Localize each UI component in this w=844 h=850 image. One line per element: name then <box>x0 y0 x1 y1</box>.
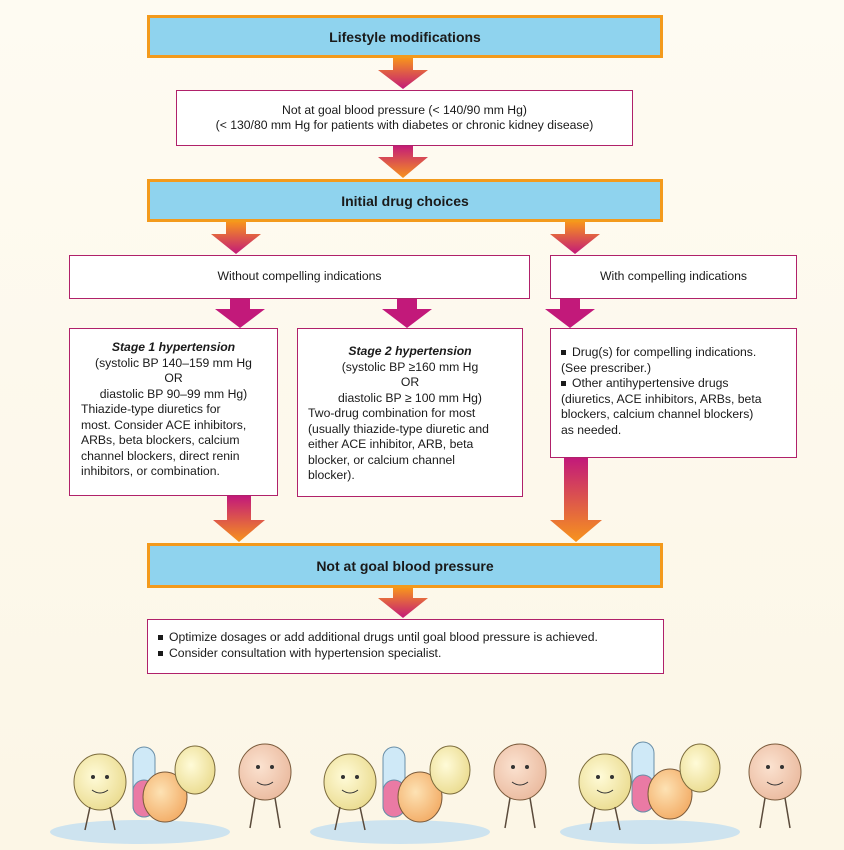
pill-characters-illustration <box>50 741 802 844</box>
stage-2-body-2: (usually thiazide-type diuretic and <box>308 421 489 436</box>
stage-2-body-3: either ACE inhibitor, ARB, beta <box>308 437 474 451</box>
stage-1-box: Stage 1 hypertension (systolic BP 140–15… <box>69 328 278 496</box>
compelling-bullet-2: Other antihypertensive drugs (diuretics,… <box>561 376 790 438</box>
stage-2-title: Stage 2 hypertension <box>348 344 472 358</box>
compelling-drugs-box: Drug(s) for compelling indications. (See… <box>550 328 797 458</box>
initial-drug-choices-box: Initial drug choices <box>147 179 663 222</box>
arrow-down-2 <box>378 145 428 178</box>
arrow-down-3 <box>211 222 261 254</box>
with-compelling-label: With compelling indications <box>600 269 747 284</box>
bullet-square-icon <box>158 650 163 656</box>
stage-1-body-4: channel blockers, direct renin <box>81 448 240 463</box>
stage-1-body-1: Thiazide-type diuretics for <box>81 402 221 416</box>
lifestyle-modifications-label: Lifestyle modifications <box>329 28 481 45</box>
stage-1-body-2: most. Consider ACE inhibitors, <box>81 417 247 432</box>
arrow-down-1 <box>378 58 428 89</box>
lifestyle-modifications-box: Lifestyle modifications <box>147 15 663 58</box>
without-compelling-label: Without compelling indications <box>217 269 382 284</box>
stage-1-title: Stage 1 hypertension <box>111 340 236 354</box>
stage-1-systolic: (systolic BP 140–159 mm Hg <box>95 355 252 370</box>
stage-2-systolic: (systolic BP ≥160 mm Hg <box>341 359 479 374</box>
compelling-bullet-1-line-1: Drug(s) for compelling indications. <box>572 345 757 359</box>
stage-2-box: Stage 2 hypertension (systolic BP ≥160 m… <box>297 328 523 497</box>
pill-group-1 <box>73 743 292 831</box>
stage-2-body-1: Two-drug combination for most <box>308 406 476 420</box>
pill-group-2 <box>323 743 547 831</box>
stage-1-body-5: inhibitors, or combination. <box>81 464 220 478</box>
compelling-bullet-2-line-3: blockers, calcium channel blockers) <box>561 407 754 421</box>
compelling-bullet-2-line-2: (diuretics, ACE inhibitors, ARBs, beta <box>561 391 762 406</box>
arrow-down-4 <box>550 222 600 254</box>
stage-1-diastolic: diastolic BP 90–99 mm Hg) <box>99 386 248 401</box>
pill-group-3 <box>578 741 802 831</box>
initial-drug-choices-label: Initial drug choices <box>341 192 469 209</box>
compelling-bullet-2-line-4: as needed. <box>561 422 622 437</box>
with-compelling-box: With compelling indications <box>550 255 797 299</box>
compelling-bullet-1: Drug(s) for compelling indications. (See… <box>561 345 790 376</box>
arrow-down-10 <box>378 588 428 618</box>
arrow-down-5 <box>215 299 265 328</box>
final-bullet-2: Consider consultation with hypertension … <box>158 646 663 662</box>
arrow-down-9 <box>550 458 602 542</box>
final-bullet-2-text: Consider consultation with hypertension … <box>169 645 442 660</box>
not-at-goal-blood-pressure-label: Not at goal blood pressure <box>316 557 494 574</box>
stage-2-body-5: blocker). <box>308 468 355 482</box>
final-bullet-1-text: Optimize dosages or add additional drugs… <box>169 630 598 644</box>
bullet-square-icon <box>561 350 566 355</box>
bullet-square-icon <box>561 381 566 386</box>
without-compelling-box: Without compelling indications <box>69 255 530 299</box>
not-at-goal-line-2: (< 130/80 mm Hg for patients with diabet… <box>215 118 594 132</box>
arrow-down-8 <box>213 496 265 542</box>
not-at-goal-line-1: Not at goal blood pressure (< 140/90 mm … <box>282 102 527 117</box>
compelling-bullet-2-line-1: Other antihypertensive drugs <box>572 376 729 390</box>
arrow-down-7 <box>545 299 595 328</box>
final-actions-box: Optimize dosages or add additional drugs… <box>147 619 664 674</box>
compelling-bullet-1-line-2: (See prescriber.) <box>561 360 652 375</box>
arrow-down-6 <box>382 299 432 328</box>
final-bullet-1: Optimize dosages or add additional drugs… <box>158 630 663 646</box>
not-at-goal-box: Not at goal blood pressure (< 140/90 mm … <box>176 90 633 146</box>
bullet-square-icon <box>158 635 163 640</box>
stage-1-body-3: ARBs, beta blockers, calcium <box>81 433 240 447</box>
stage-2-or: OR <box>400 375 420 389</box>
stage-2-body-4: blocker, or calcium channel <box>308 452 455 467</box>
stage-2-diastolic: diastolic BP ≥ 100 mm Hg) <box>338 390 482 405</box>
stage-1-or: OR <box>164 371 183 385</box>
not-at-goal-blood-pressure-box: Not at goal blood pressure <box>147 543 663 588</box>
